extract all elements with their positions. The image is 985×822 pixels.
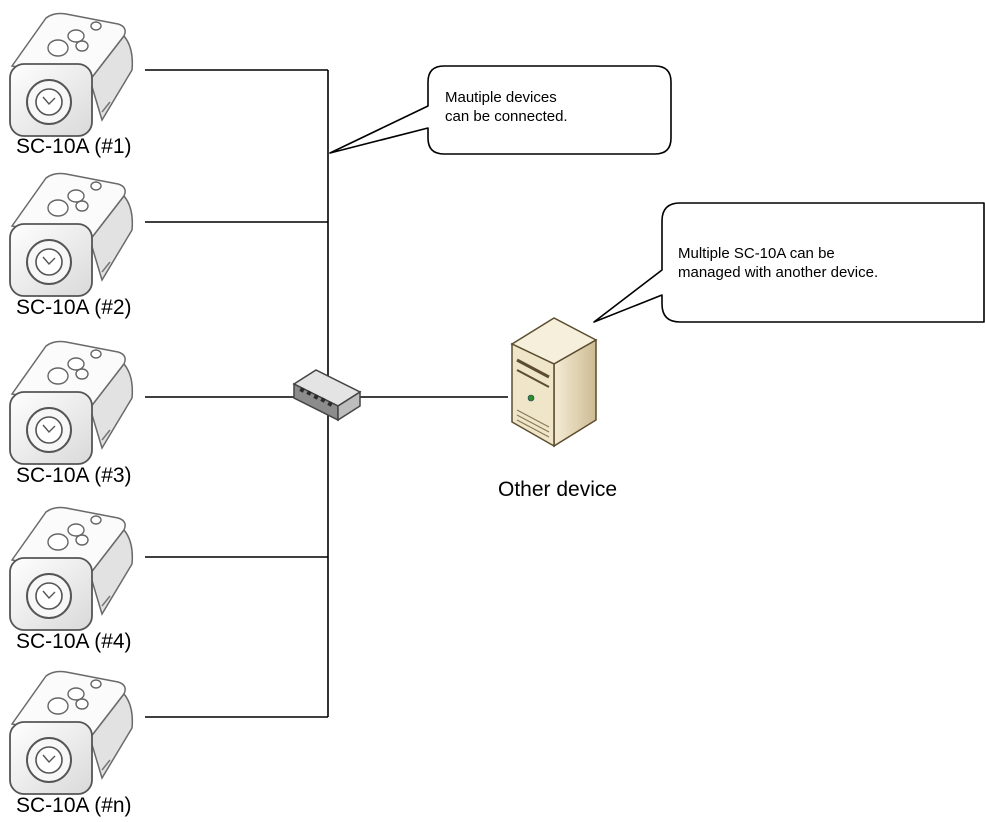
- callout-left-line-2: can be connected.: [445, 108, 568, 125]
- callout-left: [329, 65, 672, 155]
- other-device-label: Other device: [498, 478, 618, 501]
- camera-icon: [9, 506, 134, 631]
- device-label: SC-10A (#1): [16, 135, 132, 158]
- server-tower-icon: [510, 317, 598, 448]
- callout-left-line-1: Mautiple devices: [445, 89, 557, 106]
- device-label: SC-10A (#n): [16, 794, 132, 817]
- callout-right-text: Multiple SC-10A can be managed with anot…: [678, 244, 978, 282]
- callout-right: [593, 202, 985, 323]
- callout-right-line-1: Multiple SC-10A can be: [678, 245, 835, 262]
- network-switch-icon: [292, 369, 362, 422]
- connection-lines: [145, 69, 508, 718]
- device-label: SC-10A (#3): [16, 464, 132, 487]
- camera-icon: [9, 172, 134, 297]
- camera-icon: [9, 670, 134, 795]
- camera-icon: [9, 12, 134, 137]
- callout-right-line-2: managed with another device.: [678, 264, 879, 281]
- camera-icon: [9, 340, 134, 465]
- callout-left-text: Mautiple devices can be connected.: [445, 88, 660, 126]
- device-label: SC-10A (#4): [16, 630, 132, 653]
- device-label: SC-10A (#2): [16, 296, 132, 319]
